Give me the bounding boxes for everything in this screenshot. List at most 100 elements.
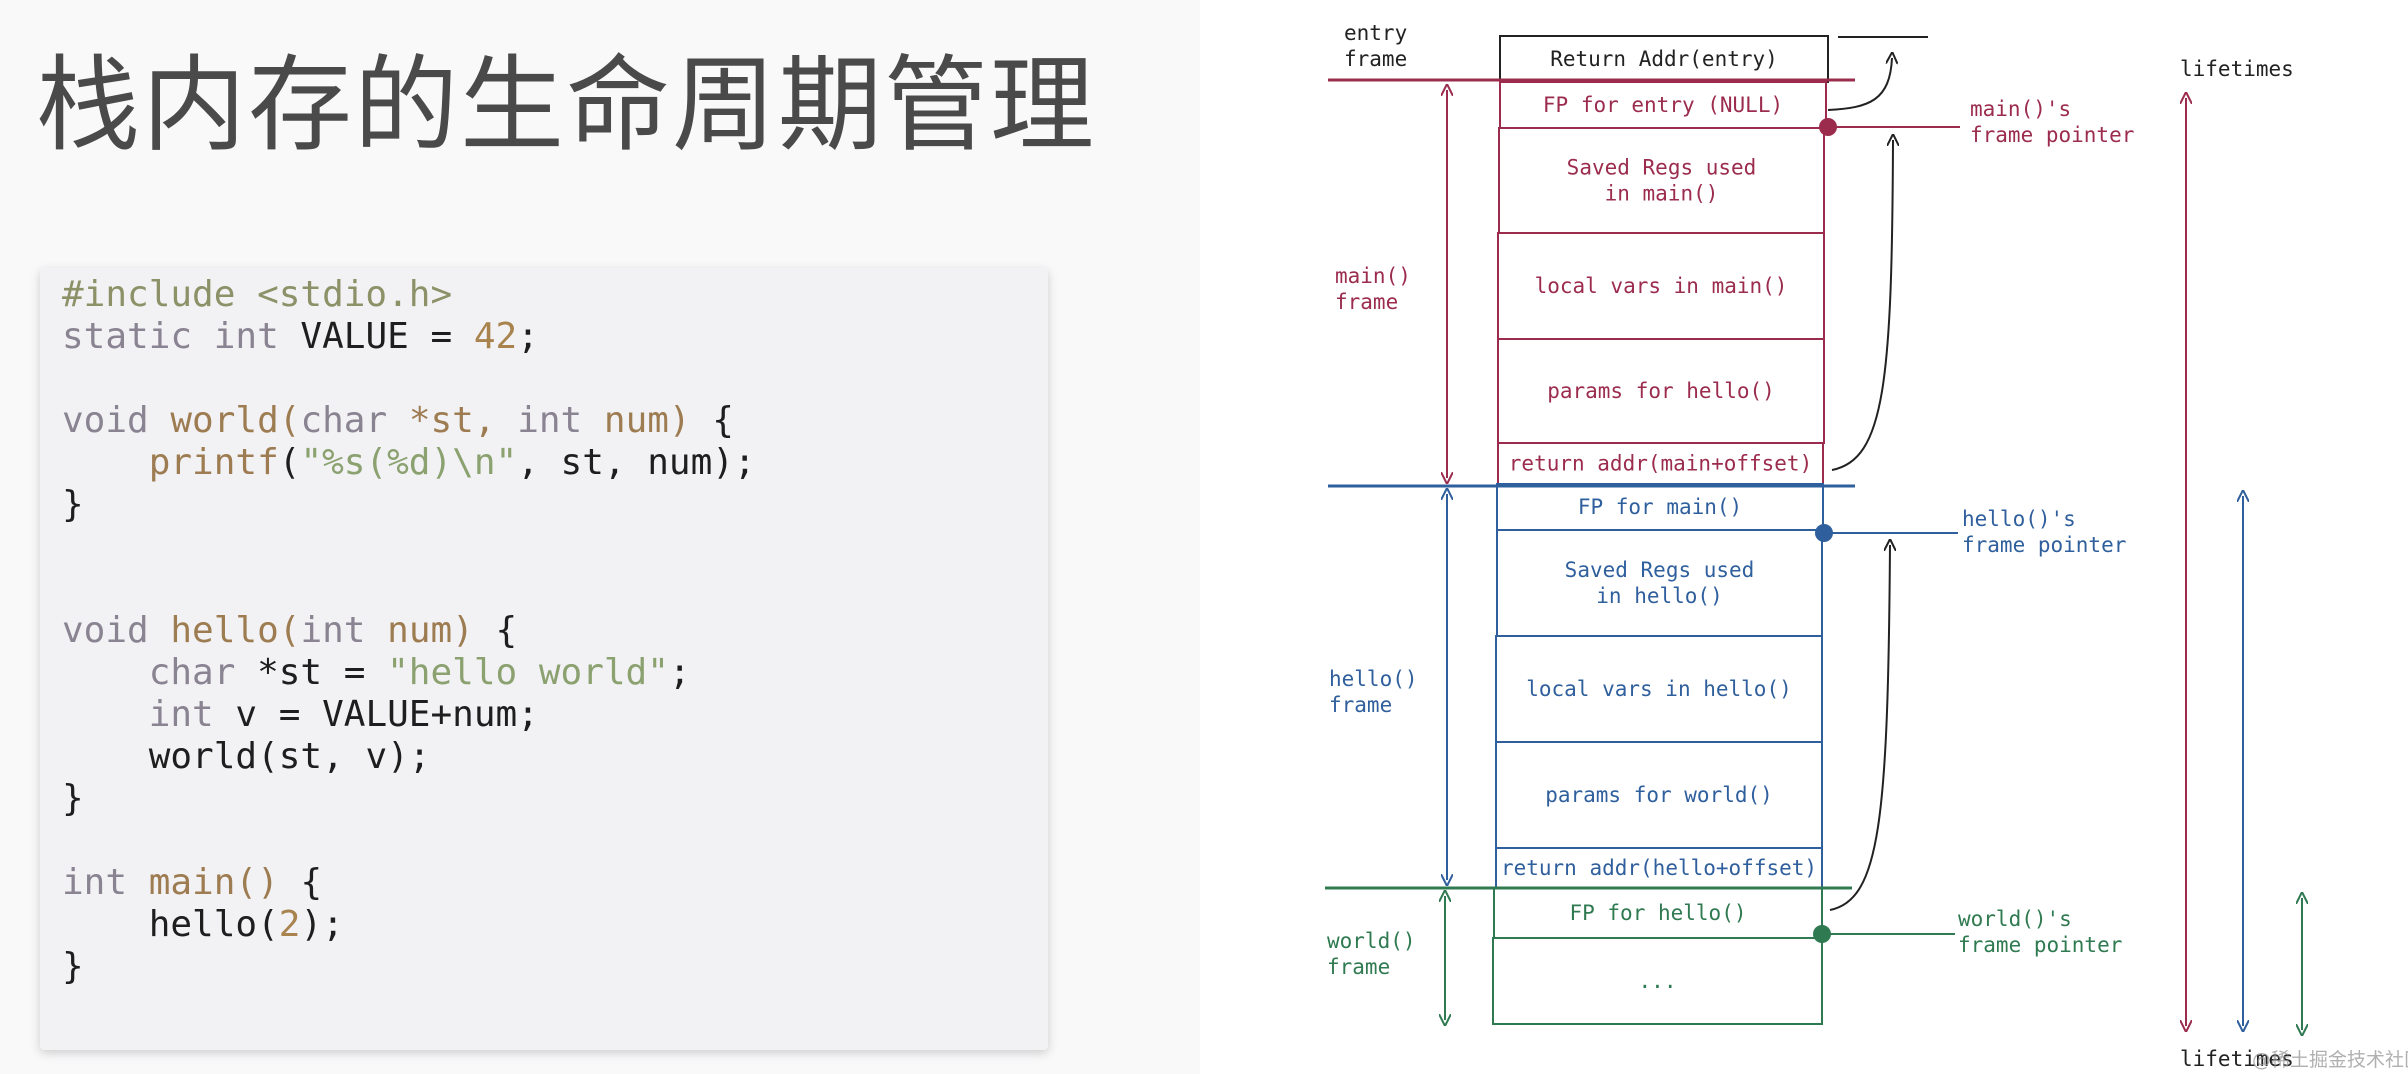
code-token: char: [300, 400, 409, 441]
stack-cell-label-line: Return Addr(entry): [1550, 47, 1778, 71]
code-token: hello: [170, 610, 279, 651]
code-token: "hello world": [387, 652, 669, 693]
stack-cell-label: FP for main(): [1578, 495, 1742, 519]
fp-label-main-line: frame pointer: [1970, 123, 2134, 147]
code-token: printf: [148, 442, 279, 483]
hello-fp-dot: [1815, 524, 1833, 542]
code-token: world: [170, 400, 279, 441]
lifetimes-label-bottom: lifetimes: [2180, 1047, 2294, 1071]
code-token: );: [300, 904, 344, 945]
fp-label-main-line: main()'s: [1970, 97, 2071, 121]
code-token: {: [300, 862, 323, 903]
code-token: }: [62, 484, 84, 525]
code-token: (: [278, 442, 301, 483]
stack-cell-label-line: in hello(): [1596, 584, 1722, 608]
code-token: 2: [278, 904, 301, 945]
code-token: char: [148, 652, 258, 693]
stack-cell-label: params for world(): [1545, 783, 1773, 807]
stack-cell-label: local vars in hello(): [1526, 677, 1792, 701]
code-token: int: [148, 694, 236, 735]
code-token: void: [62, 400, 171, 441]
code-token: v = VALUE+num;: [235, 694, 539, 735]
code-token: {: [712, 400, 734, 441]
world-fp-dot: [1813, 925, 1831, 943]
frame-label-main-line: frame: [1335, 290, 1398, 314]
stack-cell-label: local vars in main(): [1535, 274, 1788, 298]
code-token: num): [603, 400, 713, 441]
stack-cell: [1496, 529, 1823, 637]
stack-cell-label-line: local vars in main(): [1535, 274, 1788, 298]
frame-label-hello-line: hello(): [1329, 667, 1418, 691]
stack-cell-label: return addr(hello+offset): [1501, 856, 1817, 880]
code-token: void: [62, 610, 171, 651]
code-token: (): [235, 862, 301, 903]
stack-cell-label: Return Addr(entry): [1550, 47, 1778, 71]
code-token: num): [387, 610, 496, 651]
stack-cell-label-line: params for hello(): [1547, 379, 1775, 403]
code-token: , st, num);: [517, 442, 756, 483]
frame-label-main-line: main(): [1335, 264, 1411, 288]
fp-label-hello-line: hello()'s: [1962, 507, 2076, 531]
left-panel: 栈内存的生命周期管理 #include <stdio.h> static int…: [0, 0, 1200, 1074]
code-token: ;: [517, 316, 539, 357]
fp-hello-arrow: [1829, 545, 1890, 911]
main-fp-dot: [1819, 118, 1837, 136]
frame-label-hello: hello()frame: [1329, 667, 1418, 717]
code-token: "%s(%d)\n": [300, 442, 518, 483]
code-token: {: [495, 610, 518, 651]
fp-label-world-line: frame pointer: [1958, 933, 2122, 957]
code-token: int: [300, 610, 388, 651]
stack-cell: [1498, 127, 1825, 234]
frame-label-entry-line: entry: [1344, 21, 1407, 45]
stack-cell-label: FP for entry (NULL): [1543, 93, 1783, 117]
code-token: 42: [473, 316, 518, 357]
code-token: static: [62, 316, 214, 357]
frame-label-entry-line: frame: [1344, 47, 1407, 71]
stack-cell-label-line: ...: [1639, 969, 1677, 993]
stack-cell-label-line: return addr(main+offset): [1509, 452, 1812, 476]
fp-label-hello-line: frame pointer: [1962, 533, 2126, 557]
stack-cell-label-line: Saved Regs used: [1565, 558, 1755, 582]
code-block: #include <stdio.h> static int VALUE = 42…: [40, 268, 1048, 1050]
stack-cell-label: ...: [1639, 969, 1677, 993]
code-token: #include <stdio.h>: [62, 274, 453, 315]
code-token: }: [62, 778, 84, 819]
stack-cell-label-line: FP for hello(): [1569, 901, 1746, 925]
code-token: int: [213, 316, 301, 357]
code-token: ;: [668, 652, 691, 693]
stack-cell-label: FP for hello(): [1569, 901, 1746, 925]
watermark: @稀土掘金技术社区: [2252, 1049, 2408, 1071]
code-token: *st =: [257, 652, 388, 693]
frame-label-hello-line: frame: [1329, 693, 1392, 717]
fp-main-arrow: [1831, 140, 1893, 471]
code-token: main: [148, 862, 236, 903]
stack-cell-label: params for hello(): [1547, 379, 1775, 403]
page-title: 栈内存的生命周期管理: [36, 44, 1097, 166]
frame-label-world: world()frame: [1327, 929, 1416, 979]
code-token: int: [517, 400, 604, 441]
code-token: (: [278, 610, 301, 651]
code-token: int: [62, 862, 149, 903]
code-token: (: [278, 400, 301, 441]
frame-label-world-line: frame: [1327, 955, 1390, 979]
stack-cell-label-line: return addr(hello+offset): [1501, 856, 1817, 880]
code-token: world(st, v);: [148, 736, 431, 777]
stack-cell-label: return addr(main+offset): [1509, 452, 1812, 476]
stack-cell-label-line: local vars in hello(): [1526, 677, 1792, 701]
code-token: }: [62, 946, 84, 987]
code-token: hello(: [148, 904, 279, 945]
stack-cell-label-line: params for world(): [1545, 783, 1773, 807]
code-token: *st,: [408, 400, 518, 441]
fp-entry-arrow: [1827, 58, 1892, 111]
code-listing: #include <stdio.h> static int VALUE = 42…: [62, 274, 756, 988]
code-token: VALUE =: [300, 316, 474, 357]
stack-cell: [1492, 937, 1823, 1025]
stack-cell-label-line: FP for entry (NULL): [1543, 93, 1783, 117]
